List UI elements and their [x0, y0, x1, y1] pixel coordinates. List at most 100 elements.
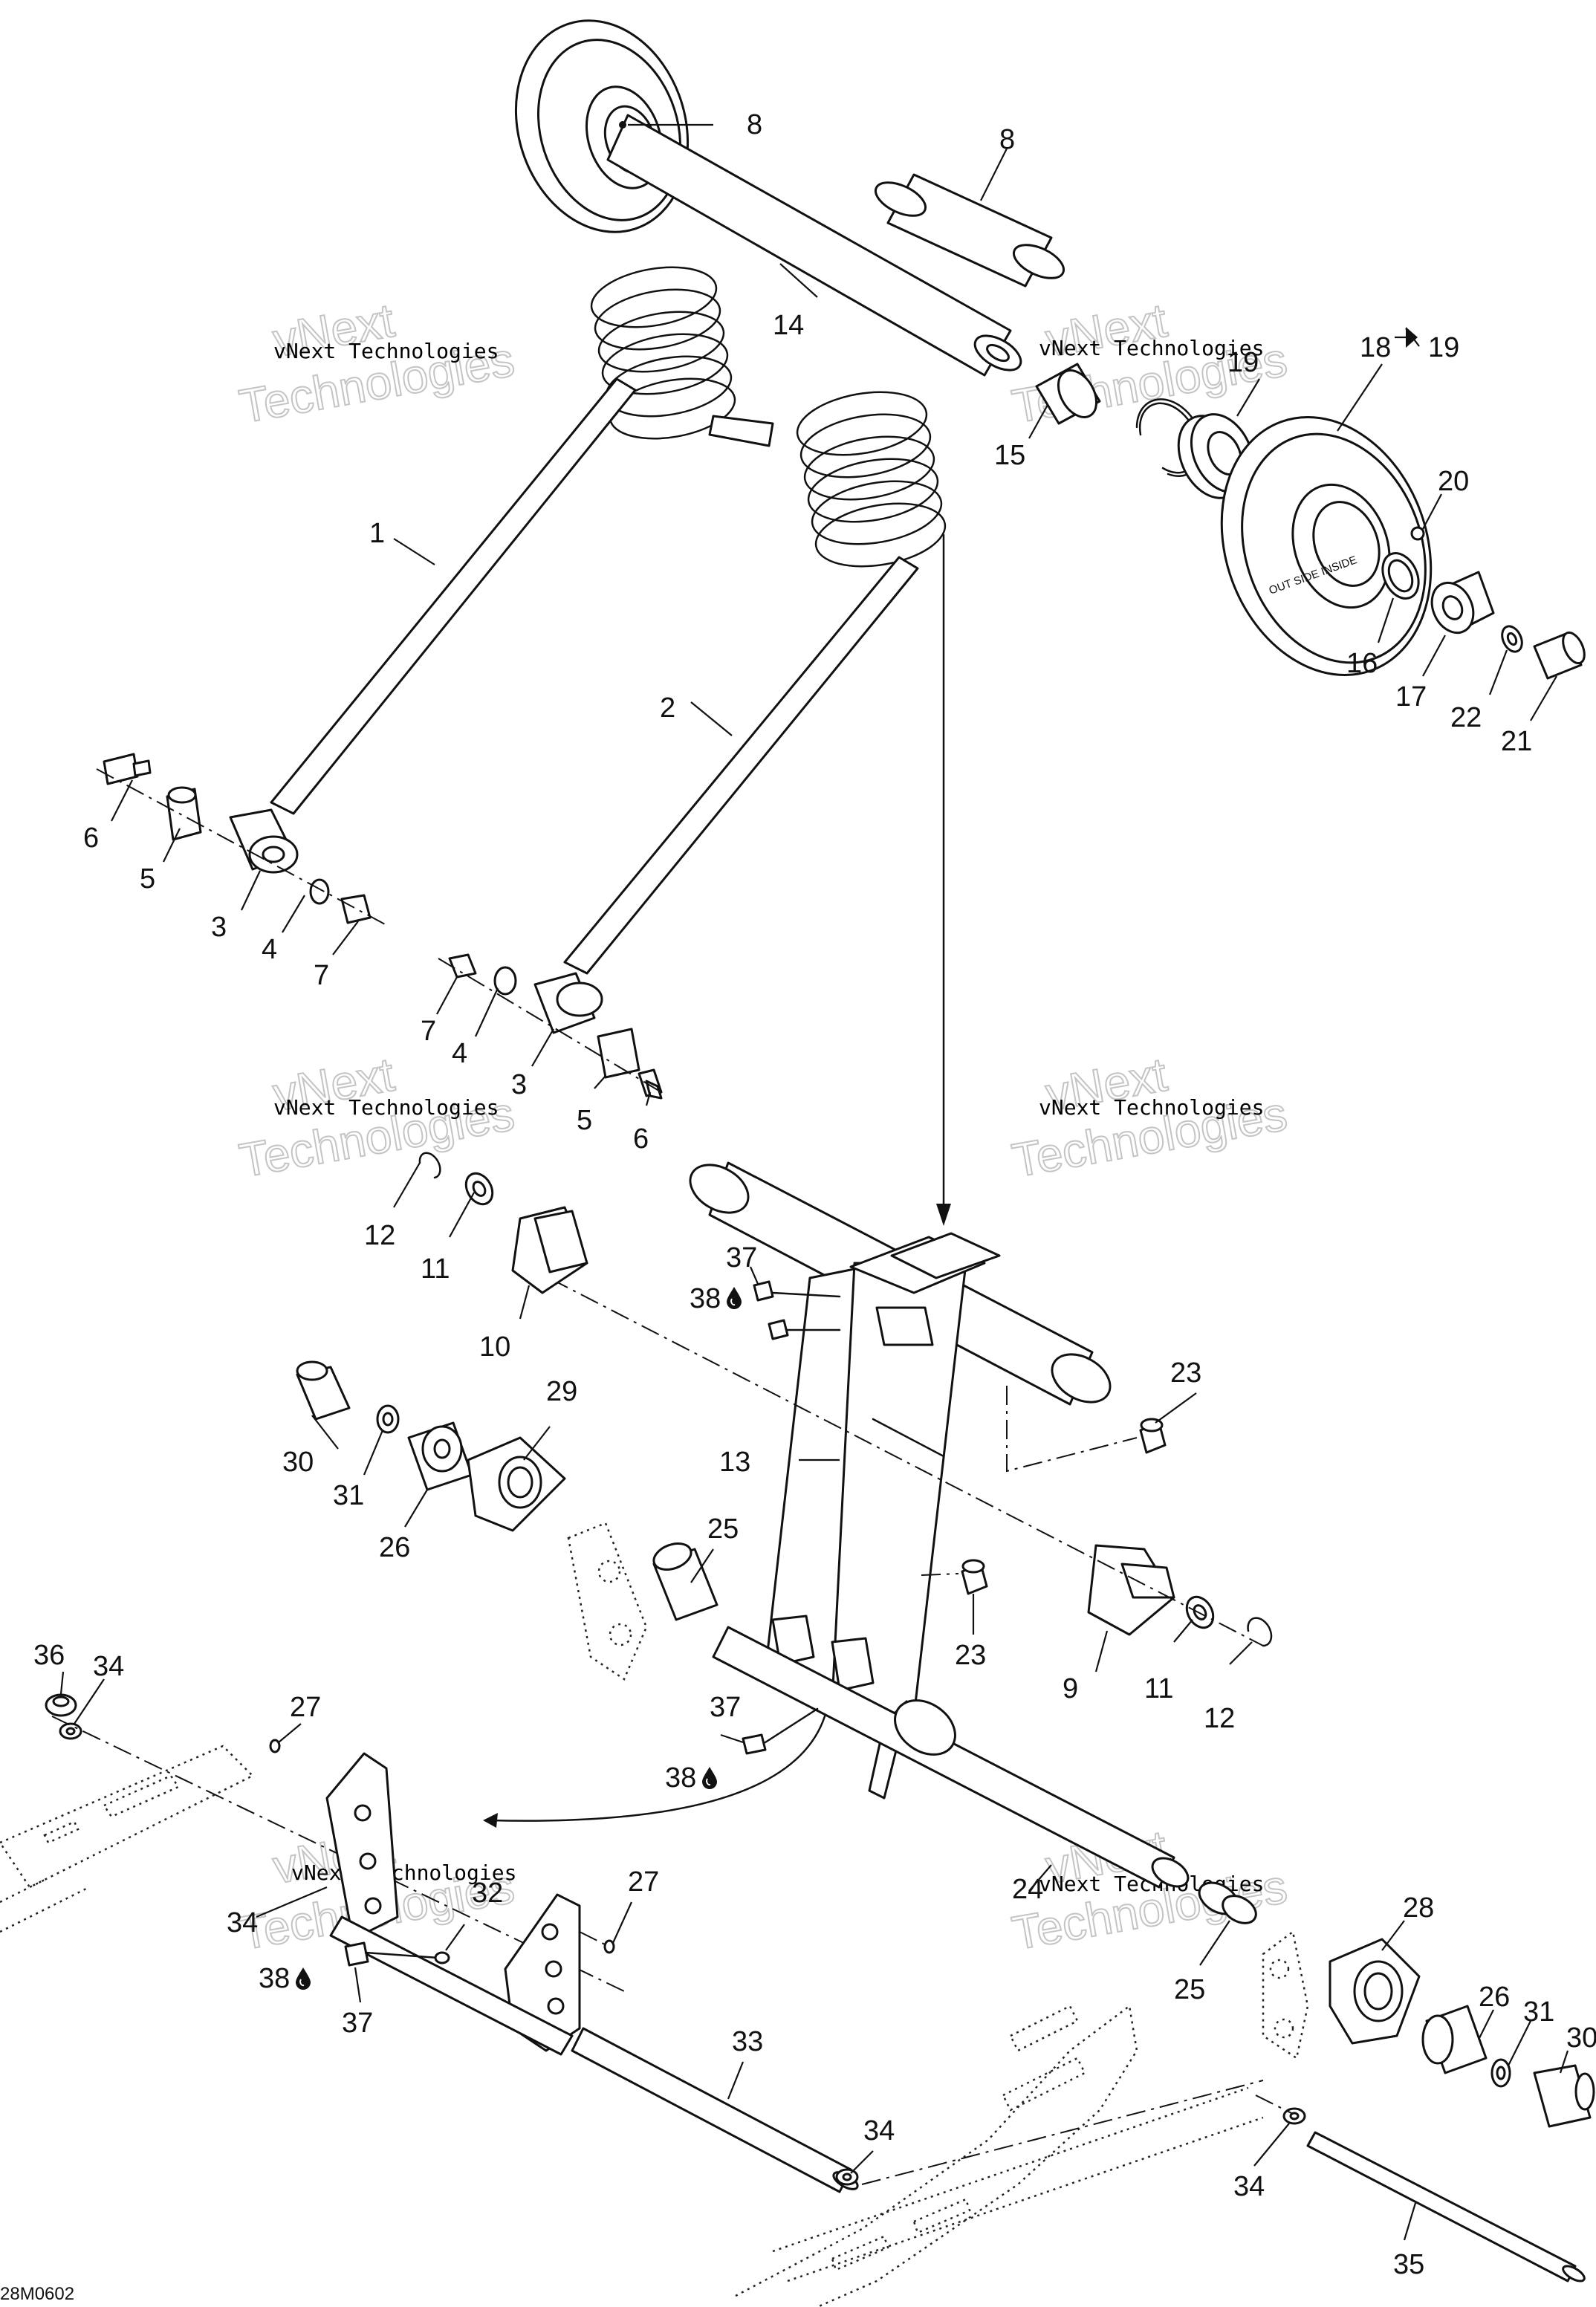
callout-4: 4 [262, 934, 277, 965]
callout-19: 19 [1227, 347, 1259, 378]
rail-left-dotted [0, 1745, 255, 1933]
bolt-30-right [1533, 2064, 1595, 2128]
bushing-25-right [1198, 1881, 1257, 1924]
oil-drop-icon [726, 1286, 742, 1310]
callout-16: 16 [1346, 648, 1378, 679]
callout-9: 9 [1063, 1673, 1078, 1704]
callout-20: 20 [1438, 466, 1469, 497]
callout-5: 5 [140, 863, 155, 895]
callout-38: 38 [665, 1762, 696, 1794]
callout-34: 34 [863, 2115, 895, 2147]
pivot-block-28 [1329, 1938, 1421, 2045]
washer-11-top [464, 1172, 494, 1206]
callout-14: 14 [773, 310, 804, 341]
bracket-dotted-left [567, 1522, 648, 1681]
callout-19: 19 [1428, 332, 1459, 363]
callout-11: 11 [421, 1253, 450, 1285]
pivot-block-10 [511, 1206, 588, 1294]
hardware-left-group [96, 753, 387, 926]
fittings-37-38-top [753, 1280, 841, 1340]
rod-32 [329, 1915, 574, 2056]
circlip-12-top [418, 1152, 441, 1179]
callout-12: 12 [1204, 1703, 1235, 1734]
callout-38: 38 [259, 1963, 290, 1994]
leader-lines [59, 123, 1569, 2241]
centerline-arm [519, 1262, 1264, 1646]
callout-17: 17 [1395, 681, 1427, 713]
idler-wheel-top [514, 19, 690, 233]
arrow-head-curve [483, 1813, 498, 1828]
callout-36: 36 [33, 1640, 65, 1671]
rod-35 [1306, 2131, 1586, 2282]
pin-27-left [269, 1739, 281, 1753]
callout-30: 30 [1566, 2022, 1596, 2054]
callout-3: 3 [511, 1069, 527, 1100]
callout-3: 3 [211, 912, 227, 943]
bolt-21 [1533, 631, 1586, 680]
washer-31-left [376, 1404, 400, 1434]
callout-27: 27 [290, 1692, 321, 1723]
bolt-30-left [296, 1360, 351, 1421]
callout-34: 34 [93, 1651, 124, 1682]
callout-6: 6 [633, 1123, 649, 1155]
spring-2 [563, 391, 947, 975]
watermark-text-5: vNext Technologies [291, 1860, 516, 1885]
callout-1: 1 [369, 518, 385, 549]
callout-4: 4 [452, 1038, 467, 1069]
bracket-dotted-right [1262, 1930, 1309, 2060]
grease-fitting-20 [1410, 526, 1425, 541]
arrow-head-icon [1406, 327, 1418, 348]
callout-5: 5 [577, 1105, 592, 1136]
callout-27: 27 [628, 1866, 659, 1898]
spacer-17 [1430, 571, 1495, 635]
callout-18: 18 [1360, 332, 1391, 363]
callout-13: 13 [719, 1447, 750, 1478]
callout-22: 22 [1450, 702, 1482, 733]
callout-11: 11 [1144, 1673, 1173, 1704]
bolt-23-top [1006, 1386, 1167, 1473]
callout-33: 33 [732, 2026, 763, 2057]
callout-26: 26 [379, 1532, 410, 1563]
callout-28: 28 [1403, 1892, 1434, 1924]
arrow-curve-arm [489, 1715, 826, 1822]
bushing-26-left [407, 1421, 473, 1491]
arrow-head-spring [936, 1204, 951, 1226]
washer-22 [1501, 625, 1523, 653]
watermark-text-2: vNext Technologies [1039, 336, 1264, 360]
callout-23: 23 [955, 1640, 986, 1671]
washer-11-bottom [1185, 1595, 1215, 1629]
washer-34-bottom-mid [835, 2168, 859, 2186]
callout-10: 10 [479, 1331, 510, 1363]
lower-bracket-left [325, 1752, 399, 1941]
callout-7: 7 [314, 960, 329, 991]
callout-34: 34 [1233, 2171, 1265, 2202]
cap-nut-36 [45, 1693, 77, 1717]
pivot-block-9 [1087, 1544, 1175, 1636]
callout-15: 15 [994, 440, 1025, 471]
bushing-25-left [652, 1542, 718, 1621]
rod-33 [571, 2027, 859, 2193]
fitting-37-38-middle [742, 1707, 819, 1755]
callout-23: 23 [1170, 1357, 1201, 1389]
callout-21: 21 [1501, 726, 1532, 757]
watermark-text-3: vNext Technologies [273, 1095, 499, 1120]
washer-34-top-left [59, 1722, 82, 1740]
watermark-text-4: vNext Technologies [1039, 1095, 1264, 1120]
callout-31: 31 [1523, 1996, 1554, 2028]
oil-drop-icon [701, 1766, 718, 1790]
watermark-text-1: vNext Technologies [273, 339, 499, 363]
callouts: 8 8 14 1 2 6 5 3 4 7 7 4 3 5 6 12 11 10 … [33, 109, 1596, 2280]
idler-wheel-18: OUT SIDE INSIDE [1220, 415, 1433, 677]
hardware-right-group [438, 953, 663, 1100]
callout-25: 25 [1174, 1974, 1205, 2005]
spacer-tube-8 [874, 173, 1065, 288]
spring-1 [270, 266, 774, 815]
bushing-26-right [1421, 2005, 1488, 2074]
callout-8: 8 [999, 124, 1015, 155]
circlip-12-bottom [1247, 1617, 1273, 1647]
callout-32: 32 [472, 1878, 503, 1909]
callout-12: 12 [364, 1220, 395, 1251]
drawing-code: 28M0602 [0, 2284, 74, 2304]
fitting-37-38-lower [344, 1941, 450, 1967]
